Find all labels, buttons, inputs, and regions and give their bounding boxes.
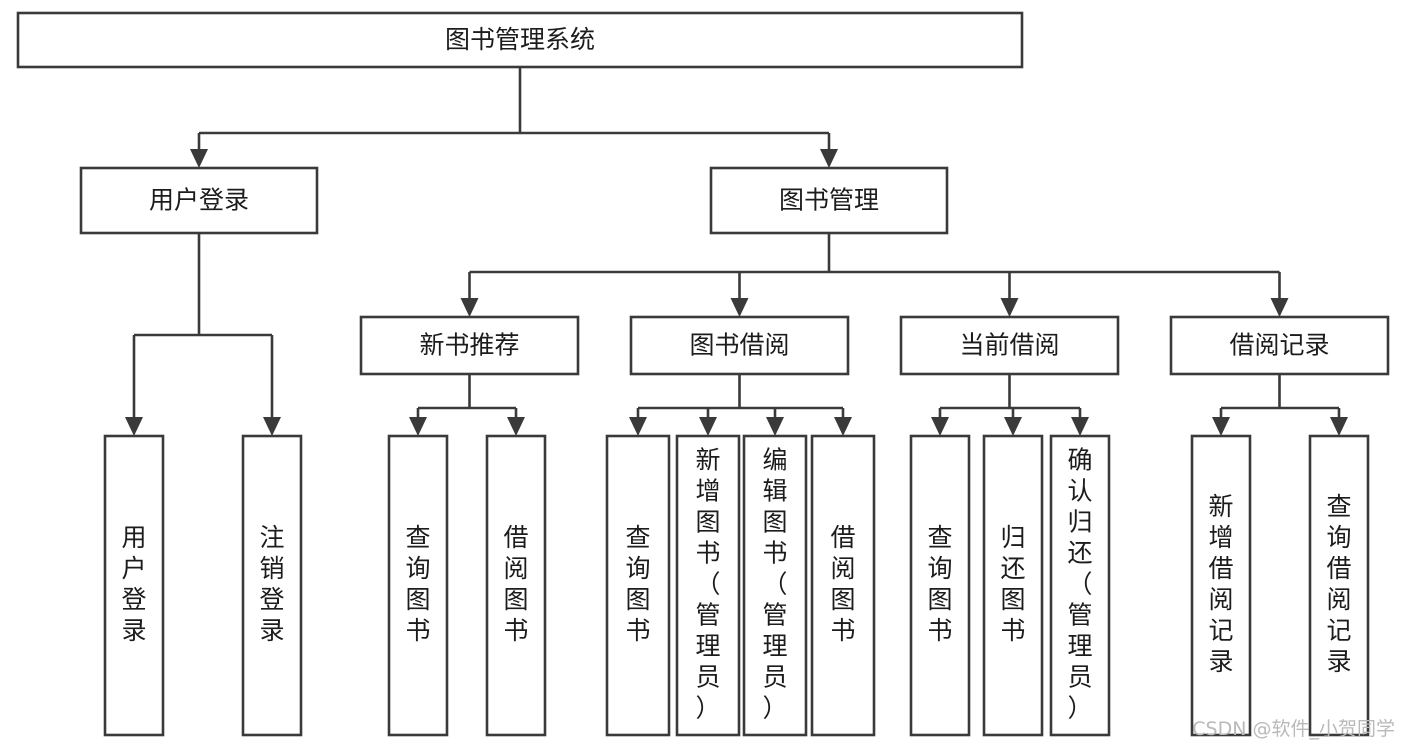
node-box-book-borrow [629,315,850,376]
arrow-head-icon [1330,417,1348,436]
node-label-br-add-record: 新增借阅记录 [1208,492,1233,676]
node-label-root: 图书管理系统 [445,25,595,54]
node-user-logout-leaf[interactable]: 注销登录 [241,434,303,737]
node-label-bb-borrow-book: 借阅图书 [830,523,855,645]
node-label-user-login-leaf: 用户登录 [121,523,146,645]
node-label-user-logout-leaf: 注销登录 [259,523,284,645]
arrow-head-icon [820,149,838,168]
node-label-new-book-recommend: 新书推荐 [419,331,519,360]
arrow-head-icon [1071,417,1089,436]
node-box-br-add-record [1190,434,1252,737]
node-box-user-login [79,166,319,235]
arrow-head-icon [834,417,852,436]
arrow-head-icon [263,417,281,436]
node-box-bb-query-book [605,434,671,737]
node-box-cb-confirm-return [1049,434,1111,737]
connectors-layer [125,67,1348,436]
watermark-text: CSDN @软件_小贺同学 [1192,718,1395,740]
node-label-book-management: 图书管理 [779,186,879,215]
node-borrow-record[interactable]: 借阅记录 [1169,315,1390,376]
arrow-head-icon [730,298,749,317]
node-box-nbr-query-book [387,434,449,737]
arrow-head-icon [1004,417,1022,436]
node-nbr-query-book[interactable]: 查询图书 [387,434,449,737]
arrow-head-icon [409,417,427,436]
node-nbr-borrow-book[interactable]: 借阅图书 [485,434,547,737]
node-book-borrow[interactable]: 图书借阅 [629,315,850,376]
arrow-head-icon [699,417,717,436]
node-label-borrow-record: 借阅记录 [1229,331,1329,360]
node-label-cb-return-book: 归还图书 [1000,523,1025,645]
node-label-cb-confirm-return: 确认归还（管理员） [1067,446,1092,723]
node-cb-confirm-return[interactable]: 确认归还（管理员） [1049,434,1111,737]
node-box-nbr-borrow-book [485,434,547,737]
node-label-nbr-query-book: 查询图书 [405,523,430,645]
node-box-user-login-leaf [103,434,165,737]
node-br-add-record[interactable]: 新增借阅记录 [1190,434,1252,737]
node-new-book-recommend[interactable]: 新书推荐 [359,315,580,376]
node-cb-query-book[interactable]: 查询图书 [909,434,971,737]
nodes-layer: 图书管理系统用户登录用户登录注销登录图书管理新书推荐查询图书借阅图书图书借阅查询… [16,11,1390,737]
node-box-bb-add-book [675,434,741,737]
arrow-head-icon [931,417,949,436]
node-bb-query-book[interactable]: 查询图书 [605,434,671,737]
arrow-head-icon [1000,298,1019,317]
node-user-login-leaf[interactable]: 用户登录 [103,434,165,737]
node-label-user-login: 用户登录 [149,186,249,215]
node-bb-borrow-book[interactable]: 借阅图书 [810,434,876,737]
node-label-br-query-record: 查询借阅记录 [1326,492,1351,676]
arrow-head-icon [1212,417,1230,436]
node-bb-edit-book[interactable]: 编辑图书（管理员） [742,434,808,737]
arrow-head-icon [507,417,525,436]
node-user-login[interactable]: 用户登录 [79,166,319,235]
node-label-book-borrow: 图书借阅 [689,331,789,360]
node-box-bb-borrow-book [810,434,876,737]
node-box-current-borrow [899,315,1120,376]
node-label-cb-query-book: 查询图书 [927,523,952,645]
node-box-cb-return-book [982,434,1044,737]
node-label-bb-edit-book: 编辑图书（管理员） [762,446,787,723]
arrow-head-icon [460,298,479,317]
node-box-br-query-record [1308,434,1370,737]
node-current-borrow[interactable]: 当前借阅 [899,315,1120,376]
node-box-book-management [709,166,949,235]
arrow-head-icon [629,417,647,436]
node-label-bb-query-book: 查询图书 [625,523,650,645]
node-box-new-book-recommend [359,315,580,376]
node-box-cb-query-book [909,434,971,737]
arrow-head-icon [125,417,143,436]
arrow-head-icon [190,149,208,168]
arrow-head-icon [766,417,784,436]
node-br-query-record[interactable]: 查询借阅记录 [1308,434,1370,737]
node-box-borrow-record [1169,315,1390,376]
arrow-head-icon [1270,298,1289,317]
node-label-current-borrow: 当前借阅 [959,331,1059,360]
node-box-bb-edit-book [742,434,808,737]
node-label-nbr-borrow-book: 借阅图书 [503,523,528,645]
node-bb-add-book[interactable]: 新增图书（管理员） [675,434,741,737]
node-cb-return-book[interactable]: 归还图书 [982,434,1044,737]
node-book-management[interactable]: 图书管理 [709,166,949,235]
node-box-user-logout-leaf [241,434,303,737]
node-label-bb-add-book: 新增图书（管理员） [695,446,720,723]
node-root[interactable]: 图书管理系统 [16,11,1024,69]
node-box-root [16,11,1024,69]
